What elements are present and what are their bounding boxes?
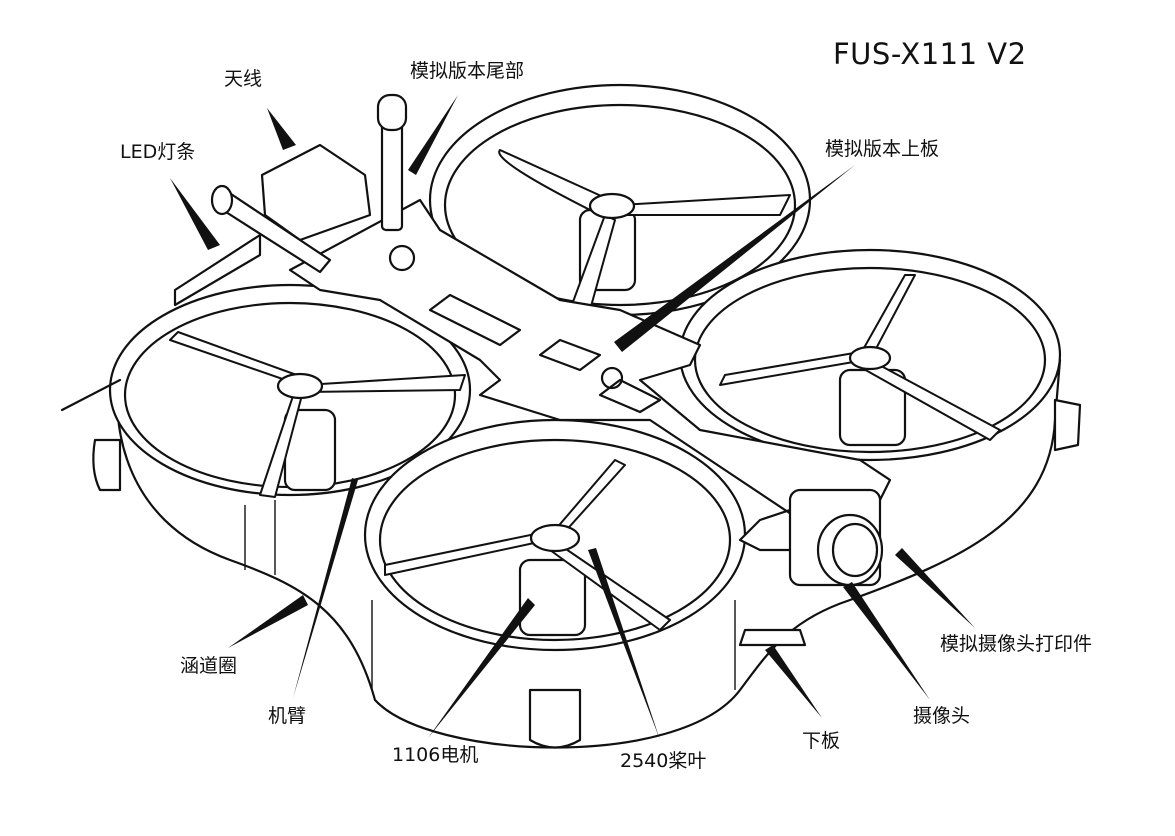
arrow-led <box>170 178 220 250</box>
antenna <box>376 93 408 232</box>
arrow-duct <box>228 595 308 648</box>
camera <box>738 488 884 647</box>
arrow-motor <box>428 598 535 738</box>
model-title: FUS-X111 V2 <box>833 37 1027 71</box>
arrow-camera <box>843 582 930 700</box>
arrow-arm <box>293 478 358 698</box>
label-led-strip: LED灯条 <box>120 141 196 163</box>
arrow-propeller <box>588 548 660 740</box>
landing-feet <box>92 398 1082 749</box>
label-tail: 模拟版本尾部 <box>410 60 525 82</box>
label-camera: 摄像头 <box>913 705 971 727</box>
label-bottom-plate: 下板 <box>802 730 841 752</box>
label-duct: 涵道圈 <box>180 655 238 677</box>
label-camera-mount: 模拟摄像头打印件 <box>940 633 1093 655</box>
tail-box <box>260 143 372 242</box>
arrow-antenna <box>267 108 296 150</box>
arrow-bottom-plate <box>765 645 822 718</box>
led-strip <box>60 184 332 412</box>
label-arm: 机臂 <box>268 705 307 727</box>
label-motor: 1106电机 <box>392 744 479 766</box>
label-top-plate: 模拟版本上板 <box>825 138 940 160</box>
propellers <box>169 149 1001 631</box>
label-propeller: 2540桨叶 <box>620 750 707 772</box>
arrow-tail <box>408 95 458 175</box>
arrow-top-plate <box>614 165 855 352</box>
label-antenna: 天线 <box>224 68 263 90</box>
leader-arrows <box>170 95 975 740</box>
arrow-camera-mount <box>895 548 975 628</box>
motors <box>283 208 907 637</box>
